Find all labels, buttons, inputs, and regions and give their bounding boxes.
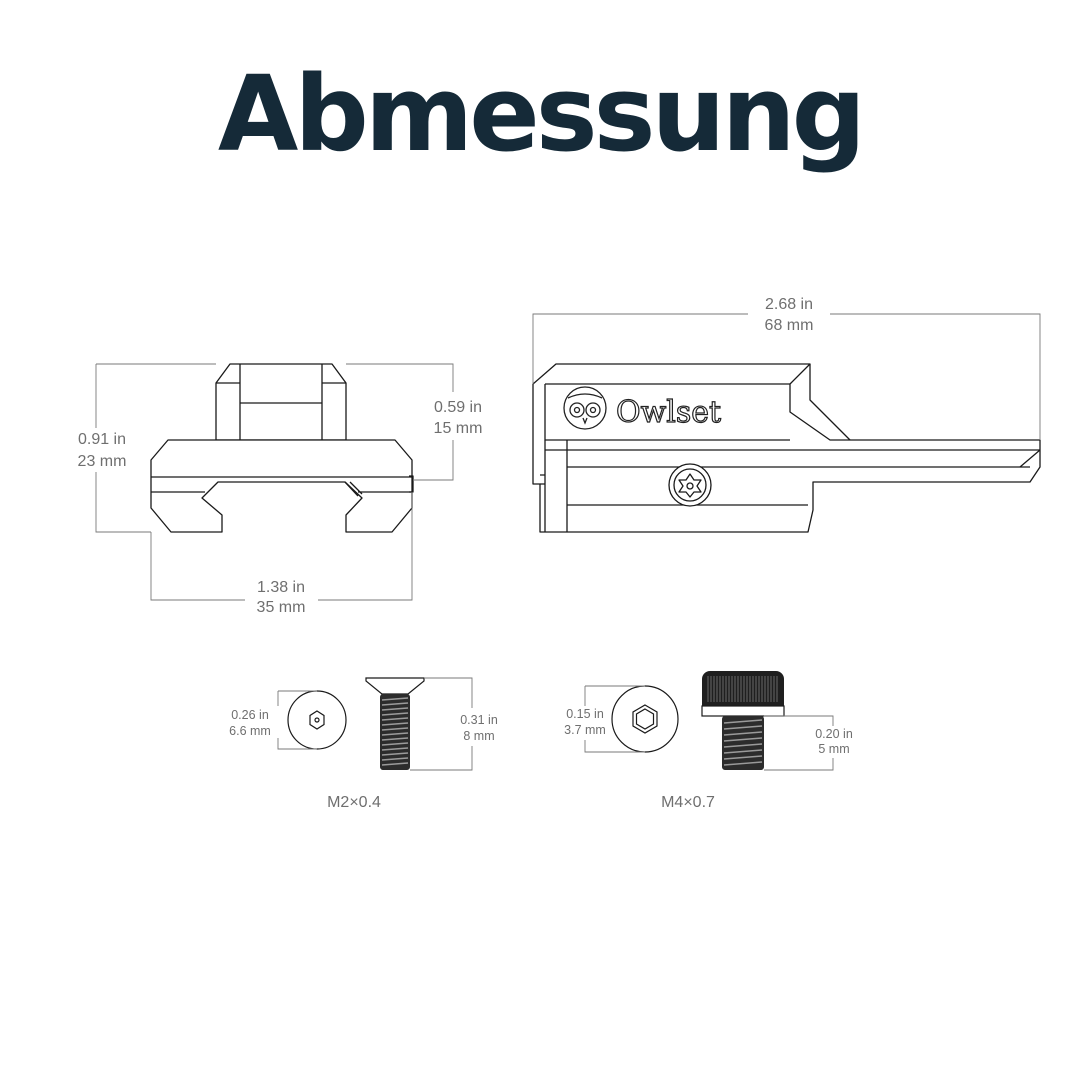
m4-head-diameter-mm: 3.7 mm (564, 723, 606, 737)
thread-line (381, 732, 409, 736)
m4-screw-body-icon (701, 671, 785, 770)
thread-line (381, 757, 409, 761)
side-length-mm: 68 mm (765, 317, 814, 334)
thread-line (381, 747, 409, 751)
m2-length-inch: 0.31 in (460, 713, 498, 727)
page-title: Abmessung (217, 53, 866, 175)
front-height-total-label: 0.91 in 23 mm (78, 431, 127, 470)
m2-head-diameter-inch: 0.26 in (231, 708, 269, 722)
thread-line (381, 717, 409, 721)
thread-line (381, 762, 409, 766)
m2-screw-head-icon (287, 690, 347, 750)
side-length-label: 2.68 in 68 mm (765, 296, 814, 334)
thread-line (381, 722, 409, 726)
m4-screw-caption: M4×0.7 (661, 794, 715, 811)
m4-dimension-lines (584, 685, 834, 771)
front-width-label: 1.38 in 35 mm (257, 579, 306, 616)
m4-length-label: 0.20 in 5 mm (815, 727, 853, 756)
m4-head-diameter-inch: 0.15 in (566, 707, 604, 721)
front-width-mm: 35 mm (257, 599, 306, 616)
m4-length-inch: 0.20 in (815, 727, 853, 741)
front-view-drawing (150, 363, 414, 533)
side-dimension-lines (532, 313, 1041, 440)
thread-line (381, 712, 409, 716)
thread-line (381, 727, 409, 731)
m4-head-diameter-label: 0.15 in 3.7 mm (564, 707, 606, 737)
brand-engraving: Owlset (616, 395, 721, 430)
front-height-total-inch: 0.91 in (78, 431, 126, 448)
m2-head-diameter-mm: 6.6 mm (229, 724, 271, 738)
thread-line (381, 737, 409, 741)
m4-length-mm: 5 mm (818, 742, 849, 756)
thread-line (723, 749, 763, 754)
front-dimension-lines (95, 363, 454, 601)
thread-line (381, 752, 409, 756)
m2-head-diameter-label: 0.26 in 6.6 mm (229, 708, 271, 738)
side-length-inch: 2.68 in (765, 296, 813, 313)
front-height-total-mm: 23 mm (78, 453, 127, 470)
thread-line (723, 743, 763, 748)
thread-line (723, 761, 763, 766)
front-height-top-mm: 15 mm (434, 420, 483, 437)
thread-line (723, 719, 763, 724)
front-width-inch: 1.38 in (257, 579, 305, 596)
m2-dimension-lines (277, 677, 473, 771)
thread-line (723, 731, 763, 736)
m2-screw-caption: M2×0.4 (327, 794, 381, 811)
m2-length-mm: 8 mm (463, 729, 494, 743)
thread-line (381, 742, 409, 746)
m2-length-label: 0.31 in 8 mm (460, 713, 498, 743)
m2-screw-body-icon (365, 677, 425, 770)
front-height-top-label: 0.59 in 15 mm (434, 399, 483, 437)
owl-logo-icon (563, 386, 607, 430)
front-height-top-inch: 0.59 in (434, 399, 482, 416)
thread-line (381, 697, 409, 701)
thread-line (723, 755, 763, 760)
thread-line (723, 737, 763, 742)
thread-line (381, 702, 409, 706)
m4-screw-head-icon (611, 685, 679, 753)
thread-line (381, 707, 409, 711)
side-view-drawing (532, 363, 1041, 533)
thread-line (723, 725, 763, 730)
